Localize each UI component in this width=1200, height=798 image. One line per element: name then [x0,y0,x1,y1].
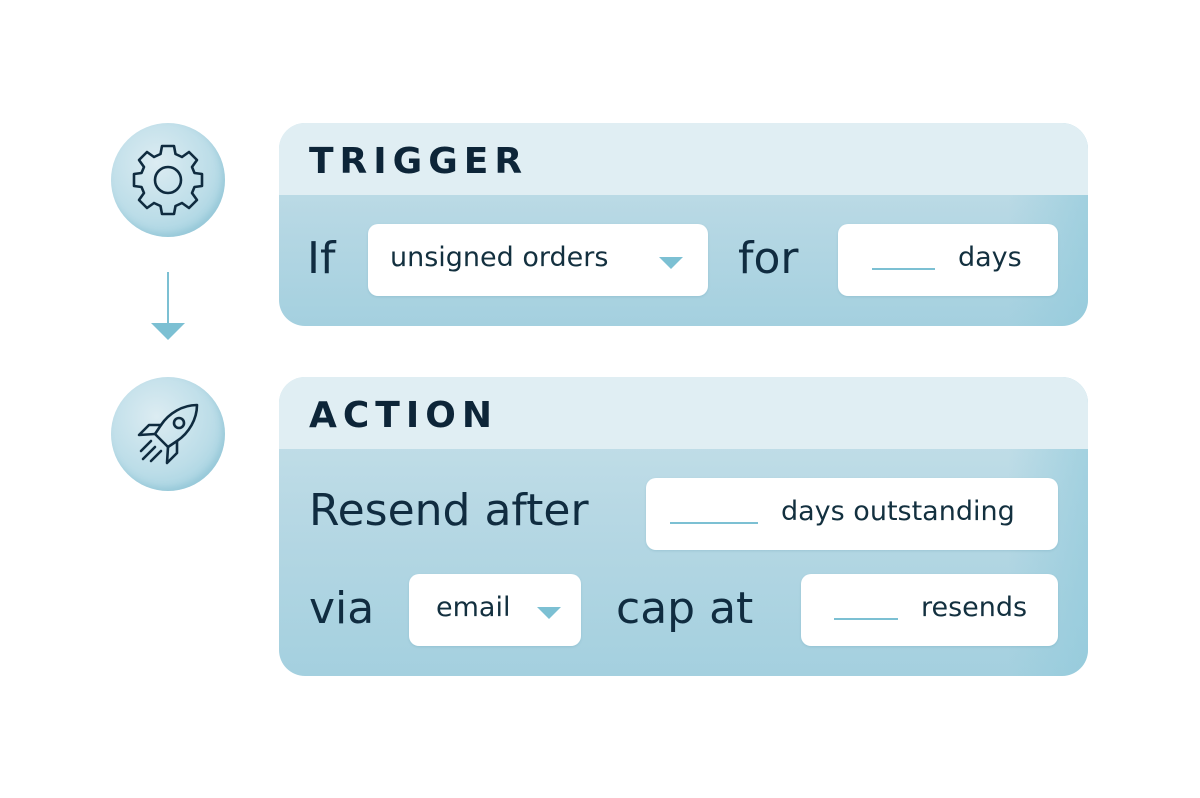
trigger-step-badge [111,123,225,237]
cap-at-label: cap at [616,583,754,634]
action-card-header: ACTION [279,377,1088,449]
cap-resends-field[interactable]: resends [801,574,1058,646]
channel-select[interactable]: email [409,574,581,646]
via-label: via [309,583,375,634]
trigger-days-field[interactable]: days [838,224,1058,296]
action-card: ACTION Resend after days outstanding via… [279,377,1088,676]
trigger-days-blank[interactable] [872,268,935,270]
cap-resends-blank[interactable] [834,618,898,620]
arrow-down-icon [151,323,185,340]
trigger-days-unit: days [958,242,1022,273]
chevron-down-icon[interactable] [537,607,561,619]
channel-select-value: email [436,592,511,623]
trigger-title: TRIGGER [309,141,529,182]
action-title: ACTION [309,395,498,436]
resend-after-label: Resend after [309,485,589,536]
resend-days-unit: days outstanding [781,496,1015,527]
for-label: for [738,233,799,284]
resend-days-field[interactable]: days outstanding [646,478,1058,550]
condition-select[interactable]: unsigned orders [368,224,708,296]
if-label: If [307,233,336,284]
flow-connector-line [167,272,169,324]
condition-select-value: unsigned orders [390,242,609,273]
rocket-icon [137,403,199,465]
cap-resends-unit: resends [921,592,1028,623]
trigger-card: TRIGGER If unsigned orders for days [279,123,1088,326]
resend-days-blank[interactable] [670,522,758,524]
trigger-card-header: TRIGGER [279,123,1088,195]
action-step-badge [111,377,225,491]
chevron-down-icon[interactable] [659,257,683,269]
gear-icon [132,144,204,216]
